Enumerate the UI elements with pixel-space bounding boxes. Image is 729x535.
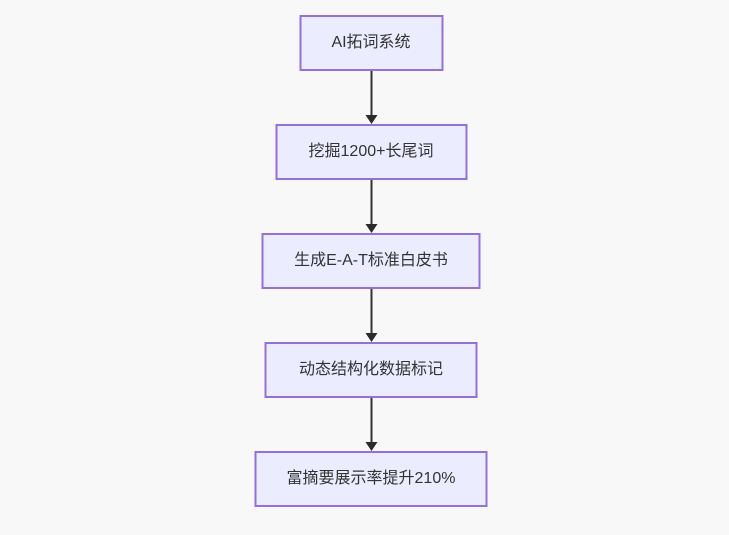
flow-edge-1-2 <box>364 71 378 124</box>
arrow-line <box>370 398 372 444</box>
arrowhead-down-icon <box>365 115 377 124</box>
arrow-line <box>370 180 372 226</box>
flow-node-ai-word-expansion: AI拓词系统 <box>299 15 443 71</box>
flow-node-structured-data-markup: 动态结构化数据标记 <box>264 342 478 398</box>
arrow-line <box>370 289 372 335</box>
flow-node-rich-snippet-result: 富摘要展示率提升210% <box>254 451 488 507</box>
flowchart: AI拓词系统 挖掘1200+长尾词 生成E-A-T标准白皮书 动态结构化数据标记… <box>254 15 488 507</box>
arrowhead-down-icon <box>365 224 377 233</box>
arrowhead-down-icon <box>365 442 377 451</box>
flow-node-longtail-mining: 挖掘1200+长尾词 <box>275 124 467 180</box>
flow-edge-3-4 <box>364 289 378 342</box>
arrowhead-down-icon <box>365 333 377 342</box>
flow-node-eat-whitepaper: 生成E-A-T标准白皮书 <box>261 233 481 289</box>
flow-edge-4-5 <box>364 398 378 451</box>
arrow-line <box>370 71 372 117</box>
flow-edge-2-3 <box>364 180 378 233</box>
